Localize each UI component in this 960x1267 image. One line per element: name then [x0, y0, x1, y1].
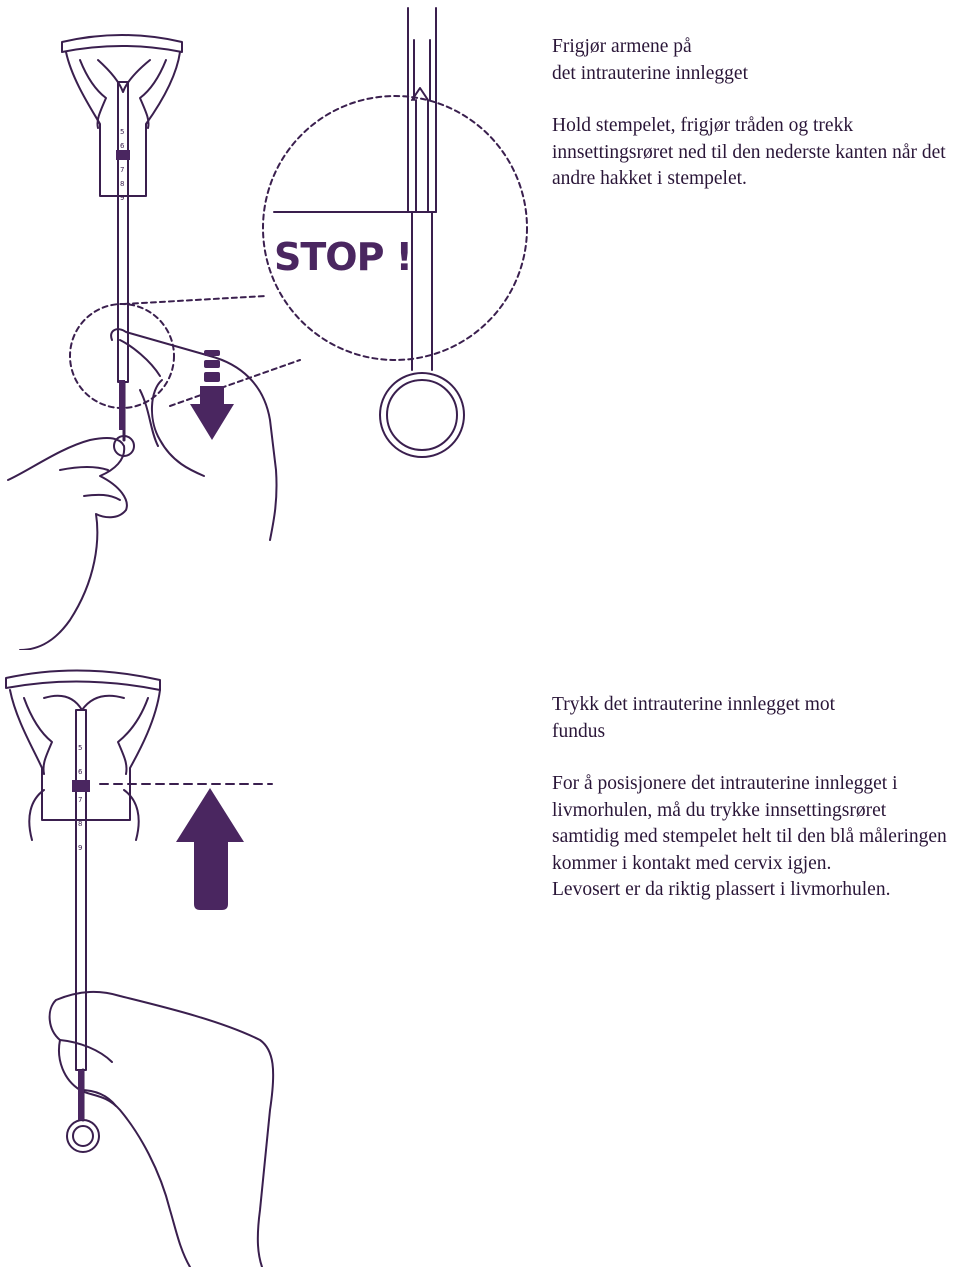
scale-tick: 9	[78, 844, 82, 852]
step-body: Hold stempelet, frigjør tråden og trekk …	[552, 115, 946, 189]
scale-tick: 5	[78, 744, 82, 752]
step-body: For å posisjonere det intrauterine innle…	[552, 773, 947, 874]
uterus-inner-left	[79, 59, 107, 129]
uterus-inner-right	[117, 697, 149, 775]
magnifier-large	[262, 95, 528, 361]
scale-tick: 6	[78, 768, 83, 776]
arrow-up-icon	[176, 788, 244, 910]
upper-hand	[110, 328, 278, 541]
lower-hand	[7, 437, 128, 650]
stop-label: STOP !	[274, 235, 412, 279]
zoomed-ring	[379, 372, 465, 458]
uterus-fundus-band	[5, 669, 161, 691]
hand-fingers	[59, 1039, 117, 1107]
upper-hand-fingers	[119, 339, 161, 447]
zoomed-tube	[407, 7, 437, 213]
step-heading: Frigjør armene på det intrauterine innle…	[552, 36, 749, 84]
iud-arms	[97, 59, 151, 93]
scale-tick: 7	[120, 166, 124, 174]
uterus-inner-left	[23, 697, 53, 775]
zoomed-plunger-tip	[411, 87, 429, 213]
magnifier-connector-bottom	[169, 359, 301, 407]
scale-tick: 7	[78, 796, 82, 804]
depth-gauge-marker	[72, 780, 90, 792]
zoomed-plunger	[411, 211, 433, 371]
uterus-inner-right	[139, 59, 167, 129]
scale-tick: 8	[78, 820, 82, 828]
uterus-fundus-band	[61, 34, 183, 53]
arrow-down-icon	[190, 350, 234, 440]
cervix-outline	[28, 789, 140, 841]
iud-arms	[43, 694, 125, 711]
lower-hand-fingers	[59, 466, 121, 501]
depth-gauge-marker	[116, 150, 130, 160]
zoomed-ring-inner	[386, 379, 458, 451]
step-push-fundus: 5 6 7 8 9 Trykk det intrauterine innlegg…	[0, 650, 960, 1267]
inserter-tube	[75, 709, 87, 1071]
uterus-outline	[65, 51, 181, 197]
release-arms-illustration: 5 6 7 8 9 STOP !	[7, 7, 528, 650]
step-heading: Trykk det intrauterine innlegget mot fun…	[552, 694, 836, 742]
step-release-arms: 5 6 7 8 9 STOP ! Frigjør armene på det i…	[7, 7, 957, 650]
inserter-tube	[117, 81, 129, 383]
scale-tick: 5	[120, 128, 124, 136]
scale-tick: 6	[120, 142, 125, 150]
push-fundus-text: Trykk det intrauterine innlegget mot fun…	[552, 692, 957, 904]
plunger-ring	[66, 1119, 100, 1153]
push-fundus-illustration: 5 6 7 8 9	[5, 669, 275, 1267]
step-conclusion: Levosert er da riktig plassert i livmorh…	[552, 879, 891, 900]
hand	[48, 990, 275, 1267]
scale-tick: 8	[120, 180, 124, 188]
scale-tick: 9	[120, 194, 124, 202]
release-arms-text: Frigjør armene på det intrauterine innle…	[552, 34, 957, 193]
magnifier-connector-top	[123, 295, 267, 305]
plunger-ring-inner	[72, 1125, 94, 1147]
